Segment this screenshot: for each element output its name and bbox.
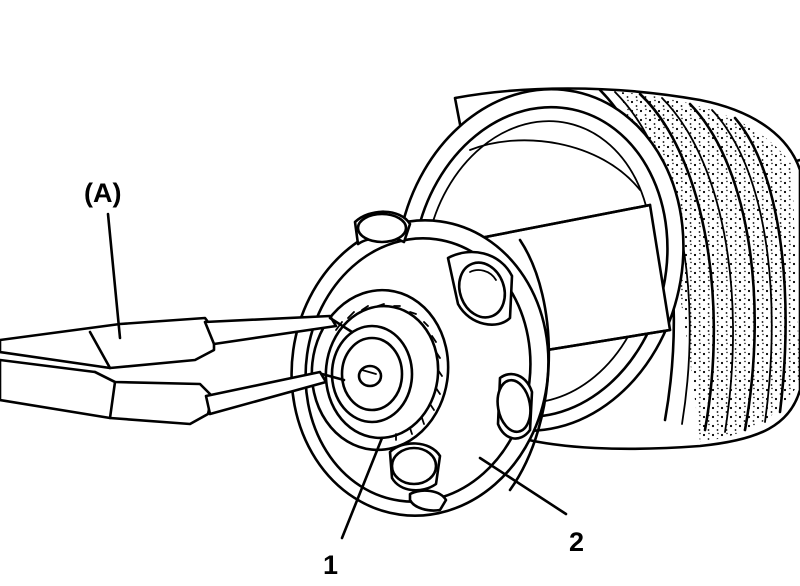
label-part-1: 1 [323, 550, 338, 580]
leader-tool-a [106, 212, 122, 340]
circlip-pliers [0, 314, 354, 426]
leader-part-1 [340, 436, 384, 540]
label-tool-a: (A) [84, 178, 121, 208]
cage-ball [496, 372, 534, 440]
cage-ball [388, 442, 442, 492]
inner-race [310, 288, 450, 452]
leader-lines [106, 212, 568, 540]
cage-ball [353, 210, 412, 246]
cage-ball [446, 250, 514, 326]
label-part-2: 2 [569, 527, 584, 557]
leader-part-2 [478, 456, 568, 516]
cage-ball [408, 489, 448, 512]
